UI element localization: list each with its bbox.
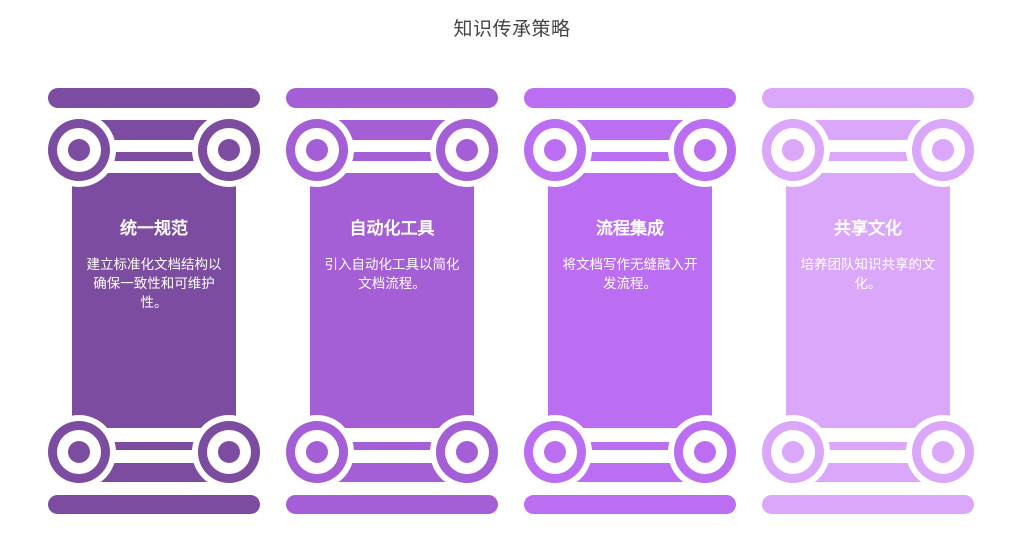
pillar-column-icon: [762, 88, 974, 514]
pillar-title: 自动化工具: [349, 219, 435, 239]
pillar-description: 引入自动化工具以简化文档流程。: [324, 257, 460, 292]
pillar-column-icon: [524, 88, 736, 514]
pillar-2: 自动化工具 引入自动化工具以简化文档流程。: [286, 88, 498, 518]
pillar-title: 共享文化: [834, 219, 902, 239]
pillar-title: 统一规范: [120, 219, 188, 239]
pillar-content: 共享文化 培养团队知识共享的文化。: [786, 216, 950, 294]
pillar-title: 流程集成: [596, 219, 664, 239]
pillar-column-icon: [286, 88, 498, 514]
pillar-content: 流程集成 将文档写作无缝融入开发流程。: [548, 216, 712, 294]
pillar-4: 共享文化 培养团队知识共享的文化。: [762, 88, 974, 518]
pillar-description: 建立标准化文档结构以确保一致性和可维护性。: [86, 257, 222, 311]
pillar-description: 将文档写作无缝融入开发流程。: [562, 257, 698, 292]
pillar-description: 培养团队知识共享的文化。: [800, 257, 936, 292]
pillar-content: 自动化工具 引入自动化工具以简化文档流程。: [310, 216, 474, 294]
pillar-content: 统一规范 建立标准化文档结构以确保一致性和可维护性。: [72, 216, 236, 313]
pillar-1: 统一规范 建立标准化文档结构以确保一致性和可维护性。: [48, 88, 260, 518]
pillar-column-icon: [48, 88, 260, 514]
pillar-3: 流程集成 将文档写作无缝融入开发流程。: [524, 88, 736, 518]
page-title: 知识传承策略: [453, 18, 571, 40]
